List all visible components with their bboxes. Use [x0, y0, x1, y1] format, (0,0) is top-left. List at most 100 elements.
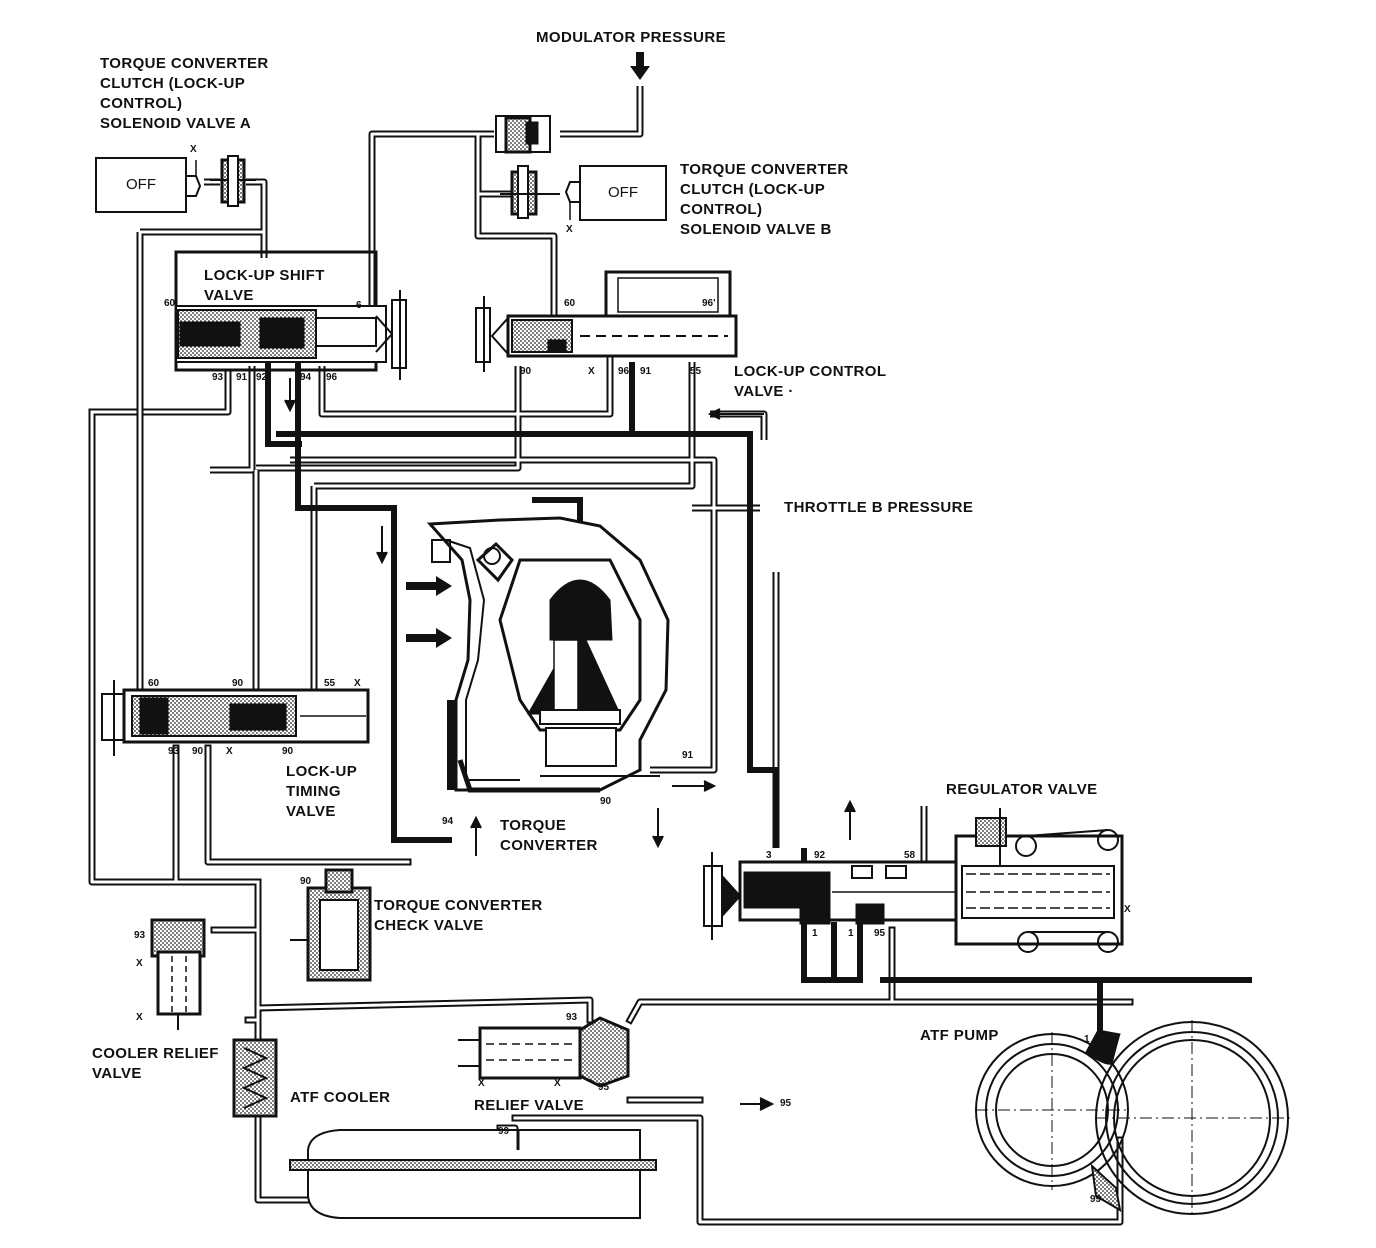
lock-up-timing-valve-label-line-2: TIMING — [286, 783, 341, 800]
solenoid-a-label-line-4: SOLENOID VALVE A — [100, 115, 252, 132]
port-label: 96 — [326, 372, 338, 383]
port-label: 93 — [134, 930, 146, 941]
tc-check-valve-label-line-2: CHECK VALVE — [374, 917, 484, 934]
lock-up-shift-valve-label: LOCK-UP SHIFT VALVE — [204, 266, 325, 306]
solenoid-b-state: OFF — [608, 184, 638, 201]
port-label: X — [136, 958, 143, 969]
cooler-relief-valve-label-line-2: VALVE — [92, 1065, 142, 1082]
solenoid-a-label-line-1: TORQUE CONVERTER — [100, 55, 269, 72]
lock-up-shift-valve-label-line-2: VALVE — [204, 287, 254, 304]
port-label: 91 — [640, 366, 652, 377]
solenoid-valve-a — [95, 155, 256, 213]
port-label: X — [588, 366, 595, 377]
modulator-lines — [136, 86, 928, 862]
flow-in-arrow-1 — [406, 576, 452, 596]
port-label: 1 — [1084, 1034, 1090, 1045]
solenoid-a-state: OFF — [126, 176, 156, 193]
solenoid-b-label-line-1: TORQUE CONVERTER — [680, 161, 849, 178]
solenoid-a-label: TORQUE CONVERTER CLUTCH (LOCK-UP CONTROL… — [100, 54, 269, 134]
atf-cooler-label: ATF COOLER — [290, 1089, 391, 1106]
regulator-valve-label: REGULATOR VALVE — [946, 781, 1098, 798]
lock-up-control-valve-body — [475, 270, 738, 372]
port-label: 3 — [766, 850, 772, 861]
port-label: 95 — [598, 1082, 610, 1093]
torque-converter-body — [426, 516, 670, 793]
lock-up-timing-valve-label: LOCK-UP TIMING VALVE — [286, 762, 357, 822]
cooler-relief-valve-label-line-1: COOLER RELIEF — [92, 1045, 219, 1062]
port-label: 55 — [324, 678, 336, 689]
port-label: X — [1124, 904, 1131, 915]
port-label: X — [554, 1078, 561, 1089]
relief-valve-body — [458, 1016, 630, 1088]
port-label: 6 — [356, 300, 362, 311]
port-label: 93 — [212, 372, 224, 383]
modulator-pressure-label: MODULATOR PRESSURE — [536, 29, 726, 46]
torque-converter-label: TORQUE CONVERTER — [500, 816, 598, 856]
port-label: 90 — [520, 366, 532, 377]
solenoid-valve-b — [500, 165, 667, 221]
port-label: 60 — [564, 298, 576, 309]
lock-up-timing-valve-label-line-3: VALVE — [286, 803, 336, 820]
port-label: 91 — [236, 372, 248, 383]
port-label: 95 — [780, 1098, 792, 1109]
port-label: 92 — [814, 850, 826, 861]
port-label: 55 — [690, 366, 702, 377]
flow-in-arrow-2 — [406, 628, 452, 648]
port-label: 94 — [300, 372, 312, 383]
port-label: 1 — [848, 928, 854, 939]
port-label: X — [190, 144, 197, 155]
port-label: 90 — [282, 746, 294, 757]
solenoid-b-label: TORQUE CONVERTER CLUTCH (LOCK-UP CONTROL… — [680, 160, 849, 240]
cooler-relief-valve-label: COOLER RELIEF VALVE — [92, 1044, 219, 1084]
port-label: 58 — [904, 850, 916, 861]
port-label: 1 — [812, 928, 818, 939]
tc-check-valve-label: TORQUE CONVERTER CHECK VALVE — [374, 896, 543, 936]
solenoid-a-label-line-2: CLUTCH (LOCK-UP — [100, 75, 246, 92]
port-label: 60 — [148, 678, 160, 689]
tc-check-valve-body — [290, 868, 372, 982]
cooler-relief-valve-body — [150, 918, 206, 1030]
port-label: X — [478, 1078, 485, 1089]
port-label: 90 — [600, 796, 612, 807]
port-label: 96' — [702, 298, 716, 309]
torque-converter-label-line-2: CONVERTER — [500, 837, 598, 854]
port-label: 90 — [300, 876, 312, 887]
drain-arrow — [740, 1097, 775, 1111]
port-label: 94 — [442, 816, 454, 827]
solenoid-b-label-line-2: CLUTCH (LOCK-UP — [680, 181, 826, 198]
port-label: 90 — [232, 678, 244, 689]
modulator-inlet-valve — [495, 115, 551, 154]
modulator-pressure-arrow — [630, 52, 650, 80]
port-label: X — [226, 746, 233, 757]
lock-up-shift-valve-label-line-1: LOCK-UP SHIFT — [204, 267, 325, 284]
lock-up-timing-valve-label-line-1: LOCK-UP — [286, 763, 358, 780]
torque-converter-label-line-1: TORQUE — [500, 817, 567, 834]
regulator-valve-body — [703, 808, 1124, 953]
lock-up-timing-valve-body — [101, 680, 370, 756]
port-label: 99 — [498, 1126, 510, 1137]
port-label: 93 — [566, 1012, 578, 1023]
solenoid-a-label-line-3: CONTROL) — [100, 95, 183, 112]
atf-pump-label: ATF PUMP — [920, 1027, 999, 1044]
lock-up-control-valve-label-line-2: VALVE · — [734, 383, 794, 400]
port-label: 92 — [256, 372, 268, 383]
atf-cooler-coil — [241, 1047, 269, 1109]
relief-valve-label: RELIEF VALVE — [474, 1097, 585, 1114]
port-label: X — [354, 678, 361, 689]
port-label: 90 — [192, 746, 204, 757]
port-label: 93 — [168, 746, 180, 757]
port-label: 99 — [1090, 1194, 1102, 1205]
lubrication-lines — [88, 368, 1134, 1226]
port-label: X — [566, 224, 573, 235]
lock-up-shift-valve-body — [174, 250, 407, 380]
port-label: 96 — [618, 366, 630, 377]
atf-pump-gears — [975, 1020, 1290, 1216]
atf-cooler-core — [232, 1038, 278, 1118]
solenoid-b-label-line-4: SOLENOID VALVE B — [680, 221, 832, 238]
solenoid-b-label-line-3: CONTROL) — [680, 201, 763, 218]
port-label: 95 — [874, 928, 886, 939]
atf-reservoir — [289, 1129, 657, 1219]
port-label: X — [136, 1012, 143, 1023]
throttle-b-pressure-label: THROTTLE B PRESSURE — [784, 499, 974, 516]
